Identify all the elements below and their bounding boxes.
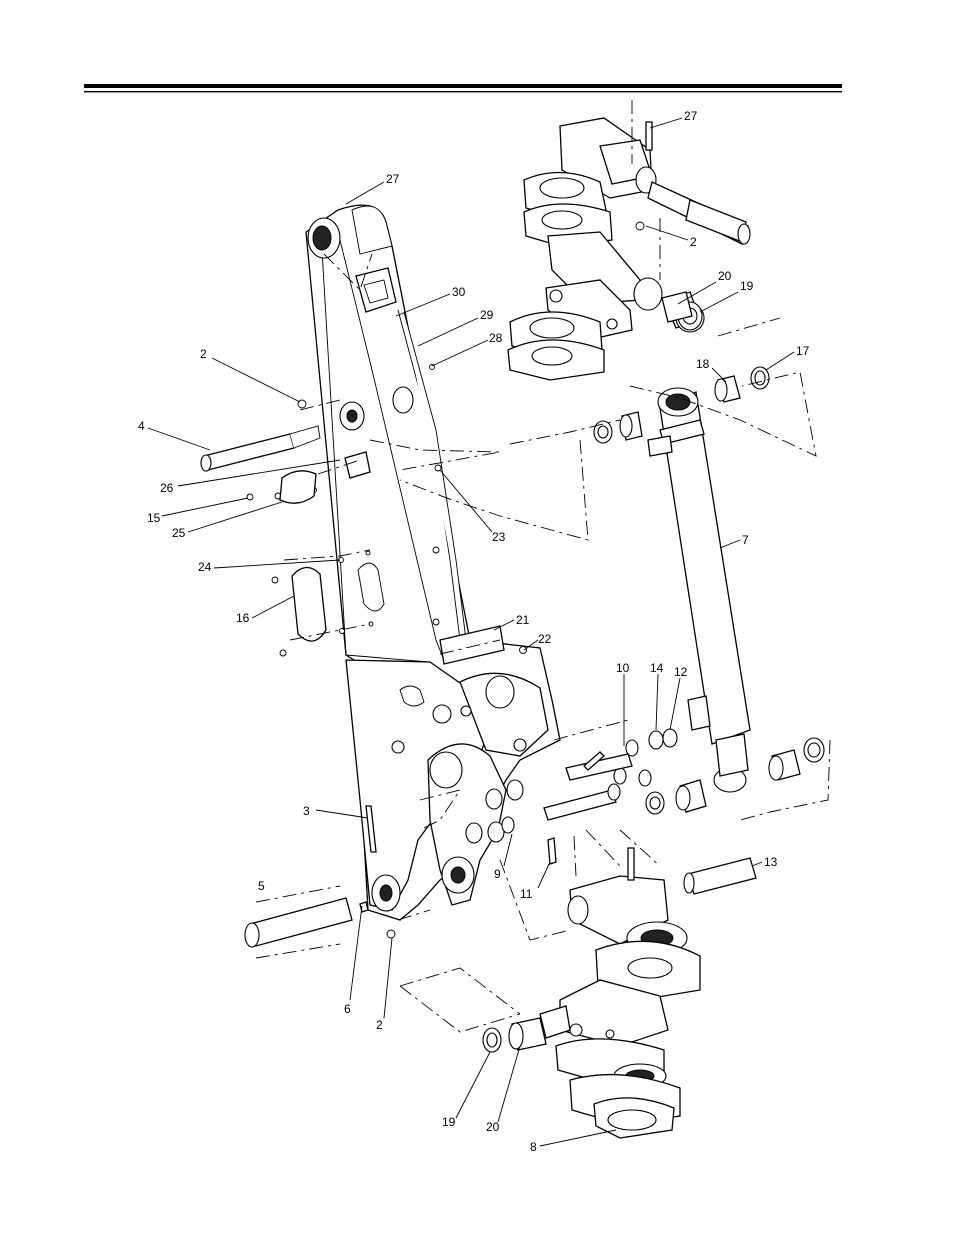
header-rule: [84, 84, 842, 93]
callout-18: 18: [696, 357, 710, 371]
cover-plate-25: [279, 451, 371, 504]
callout-22: 22: [538, 632, 552, 646]
callout-leaders: [147, 117, 795, 1147]
callout-2-boom: 2: [200, 347, 207, 361]
top-fork-assembly: [507, 117, 751, 381]
callout-25: 25: [172, 526, 186, 540]
callout-16: 16: [236, 611, 250, 625]
callout-2-bottom: 2: [376, 1018, 383, 1032]
callout-11: 11: [520, 887, 533, 901]
callout-24: 24: [198, 560, 212, 574]
center-lines: [255, 100, 831, 1033]
callout-17: 17: [796, 344, 810, 358]
pin-5: [244, 897, 353, 948]
callout-20-fork: 20: [718, 269, 732, 283]
callout-12: 12: [674, 665, 688, 679]
callout-labels: 27 2 20 19 27 30 29 28 18 17 2 4 26 15 2…: [138, 109, 810, 1154]
callout-19-bottom: 19: [442, 1115, 456, 1129]
pin-3: [365, 805, 377, 853]
callout-28: 28: [489, 331, 503, 345]
washers-9: [465, 779, 524, 844]
callout-27-top: 27: [684, 109, 698, 123]
callout-10: 10: [616, 661, 630, 675]
callout-30: 30: [452, 285, 466, 299]
callout-19-fork: 19: [740, 279, 754, 293]
callout-15: 15: [147, 511, 161, 525]
pin-4: [200, 425, 321, 472]
pins-10-11-13: [543, 739, 757, 895]
callout-8: 8: [530, 1140, 537, 1154]
callout-21: 21: [516, 613, 530, 627]
callout-14: 14: [650, 661, 664, 675]
callout-6: 6: [344, 1002, 351, 1016]
oval-cover-16: [291, 566, 327, 642]
callout-13: 13: [764, 855, 778, 869]
cylinder-7: [647, 387, 751, 793]
callout-27-boom: 27: [386, 172, 400, 186]
callout-26: 26: [160, 481, 174, 495]
top-bushings-19-20: [661, 291, 703, 331]
bottom-fork-assembly: [482, 847, 701, 1139]
bushings: [593, 366, 825, 815]
callout-4: 4: [138, 419, 145, 433]
callout-23: 23: [492, 530, 506, 544]
callout-20-bottom: 20: [486, 1120, 500, 1134]
callout-3: 3: [303, 804, 310, 818]
callout-2-fork: 2: [690, 235, 697, 249]
callout-29: 29: [480, 308, 494, 322]
callout-7: 7: [742, 533, 749, 547]
callout-5: 5: [258, 879, 265, 893]
callout-9: 9: [494, 867, 501, 881]
